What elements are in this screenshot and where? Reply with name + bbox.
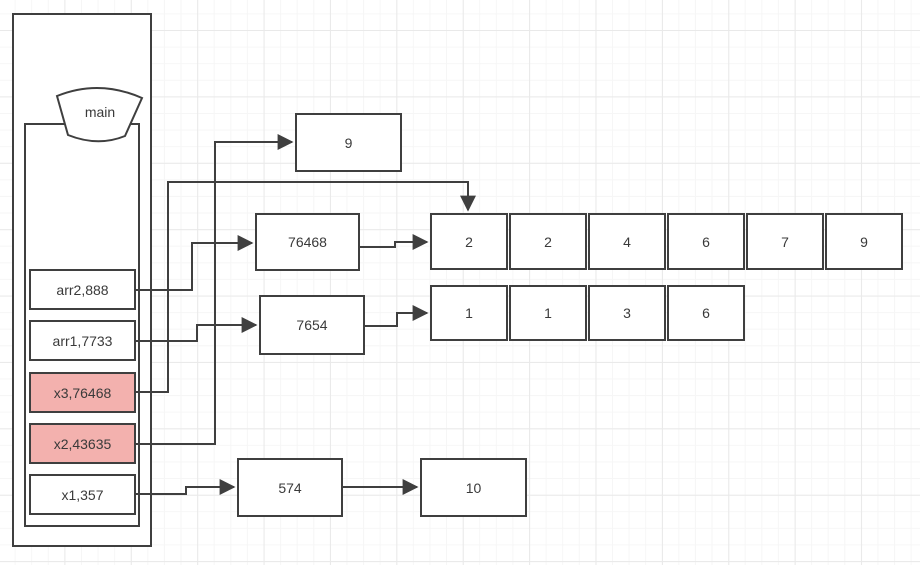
array-bottom-cell-1[interactable]: 1 (509, 285, 587, 341)
array-top-row: 2 2 4 6 7 9 (430, 213, 903, 270)
value-box-label: 76468 (288, 234, 327, 250)
stack-item-x1[interactable]: x1,357 (29, 474, 136, 515)
edge-7654-to-array-bottom[interactable] (365, 305, 429, 327)
stack-item-label: x2,43635 (53, 435, 112, 452)
stack-item-label: arr2,888 (56, 281, 109, 298)
stack-item-arr1[interactable]: arr1,7733 (29, 320, 136, 361)
value-box-7654[interactable]: 7654 (259, 295, 365, 355)
value-box-label: 10 (465, 479, 482, 496)
array-bottom-row: 1 1 3 6 (430, 285, 745, 341)
edge-x2-to-9[interactable] (136, 134, 294, 445)
edge-arr1-to-7654[interactable] (136, 317, 258, 342)
stack-item-label: x1,357 (61, 486, 104, 503)
stack-item-arr2[interactable]: arr2,888 (29, 269, 136, 310)
array-top-cell-4[interactable]: 7 (746, 213, 824, 270)
array-top-cell-0[interactable]: 2 (430, 213, 508, 270)
stack-item-x3[interactable]: x3,76468 (29, 372, 136, 413)
value-box-label: 574 (278, 479, 302, 496)
value-box-label: 7654 (296, 317, 328, 333)
edge-arr2-to-76468[interactable] (136, 235, 254, 291)
edge-76468-to-array-top[interactable] (360, 234, 429, 250)
value-box-label: 9 (344, 134, 353, 151)
array-top-cell-2[interactable]: 4 (588, 213, 666, 270)
array-top-cell-5[interactable]: 9 (825, 213, 903, 270)
stack-item-label: arr1,7733 (52, 332, 113, 349)
array-bottom-cell-3[interactable]: 6 (667, 285, 745, 341)
value-box-10[interactable]: 10 (420, 458, 527, 517)
value-box-574[interactable]: 574 (237, 458, 343, 517)
value-box-9[interactable]: 9 (295, 113, 402, 172)
stack-item-label: x3,76468 (53, 384, 112, 401)
value-box-76468[interactable]: 76468 (255, 213, 360, 271)
array-bottom-cell-0[interactable]: 1 (430, 285, 508, 341)
array-bottom-cell-2[interactable]: 3 (588, 285, 666, 341)
stack-item-x2[interactable]: x2,43635 (29, 423, 136, 464)
main-frame-label: main (84, 104, 116, 120)
array-top-cell-1[interactable]: 2 (509, 213, 587, 270)
array-top-cell-3[interactable]: 6 (667, 213, 745, 270)
